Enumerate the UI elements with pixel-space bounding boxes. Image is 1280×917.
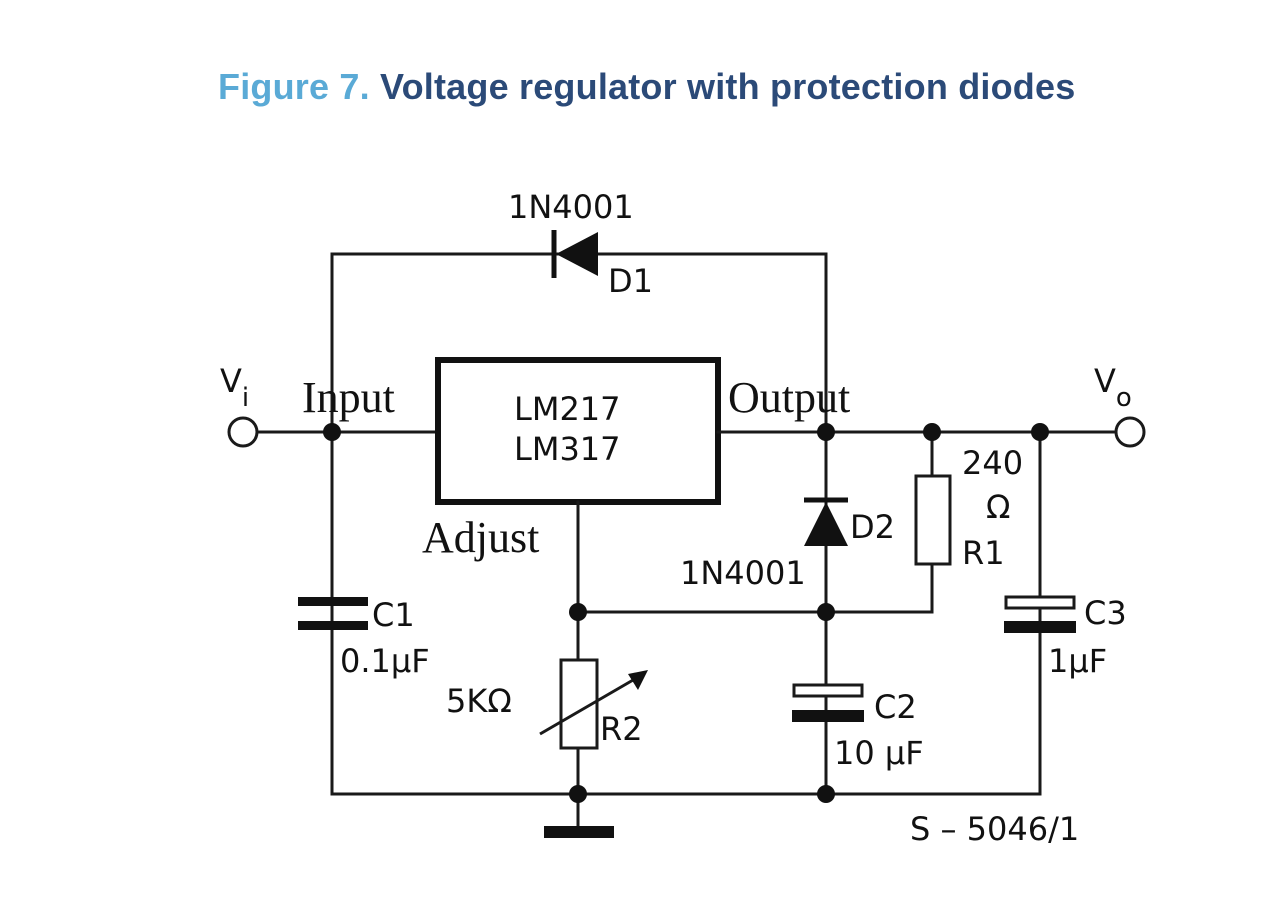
junction-ground-r2 xyxy=(569,785,587,803)
vo-sub: o xyxy=(1116,383,1132,413)
terminal-vi xyxy=(227,416,259,448)
ground-symbol xyxy=(544,826,614,838)
d2-part-label: 1N4001 xyxy=(680,554,806,592)
adjust-pin-label: Adjust xyxy=(422,513,539,562)
capacitor-c2-plate xyxy=(792,710,864,722)
figure-title: Figure 7. Voltage regulator with protect… xyxy=(218,66,1075,108)
capacitor-c2 xyxy=(792,683,864,698)
wire-adjust-node xyxy=(576,560,934,614)
junction-d2-bottom xyxy=(817,603,835,621)
capacitor-c3 xyxy=(1004,595,1076,610)
output-pin-label: Output xyxy=(728,373,850,422)
vi-sub: i xyxy=(242,383,249,413)
junction-output xyxy=(817,423,835,441)
r2-value-label: 5KΩ xyxy=(446,682,512,720)
drawing-code: S – 5046/1 xyxy=(910,810,1079,848)
junction-r1-top xyxy=(923,423,941,441)
resistor-r2-arrow xyxy=(539,674,641,736)
c1-ref-label: C1 xyxy=(372,596,415,634)
terminal-vo xyxy=(1114,416,1146,448)
figure-caption: Voltage regulator with protection diodes xyxy=(380,66,1076,107)
regulator-line1: LM217 xyxy=(514,390,621,428)
r1-value-unit: Ω xyxy=(986,488,1010,526)
resistor-r2-arrowhead xyxy=(628,670,648,690)
junction-adjust xyxy=(569,603,587,621)
c3-value-label: 1µF xyxy=(1048,642,1107,680)
figure-number: Figure 7. xyxy=(218,66,370,107)
c2-ref-label: C2 xyxy=(874,688,917,726)
capacitor-c1 xyxy=(298,597,368,606)
input-pin-label: Input xyxy=(302,373,395,422)
resistor-r1 xyxy=(914,474,952,566)
junction-ground-c2 xyxy=(817,785,835,803)
c1-value-label: 0.1µF xyxy=(340,642,430,680)
junction-input xyxy=(323,423,341,441)
vi-main: V xyxy=(220,362,242,400)
capacitor-c1-plate xyxy=(298,621,368,630)
diode-d2 xyxy=(804,502,848,546)
regulator-line2: LM317 xyxy=(514,430,621,468)
c2-value-label: 10 µF xyxy=(834,734,924,772)
r2-ref-label: R2 xyxy=(600,710,643,748)
diode-d1 xyxy=(556,232,598,276)
vo-label: Vo xyxy=(1094,362,1132,413)
vi-label: Vi xyxy=(220,362,249,413)
d2-ref-label: D2 xyxy=(850,508,895,546)
d1-ref-label: D1 xyxy=(608,262,653,300)
r1-ref-label: R1 xyxy=(962,534,1005,572)
capacitor-c3-plate xyxy=(1004,621,1076,633)
vo-main: V xyxy=(1094,362,1116,400)
c3-ref-label: C3 xyxy=(1084,594,1127,632)
junction-c3-top xyxy=(1031,423,1049,441)
d1-part-label: 1N4001 xyxy=(508,188,634,226)
r1-value-num: 240 xyxy=(962,444,1023,482)
